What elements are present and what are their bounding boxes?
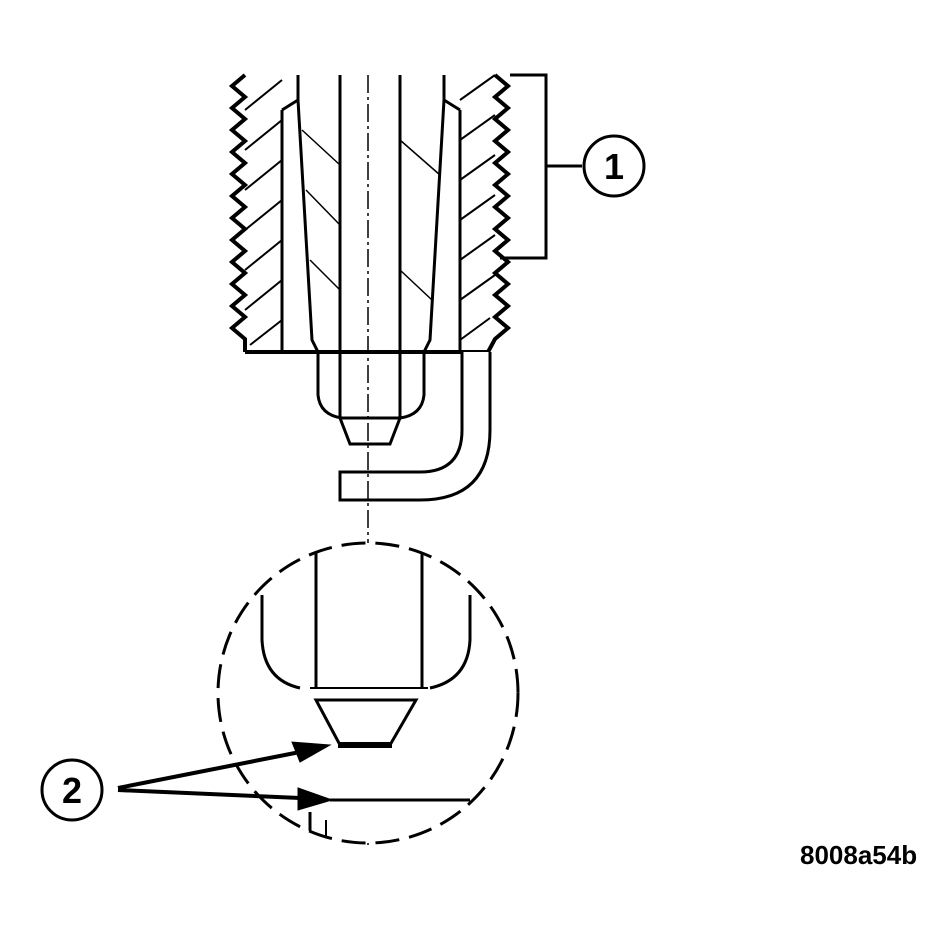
detail-view-circle (216, 541, 520, 845)
right-thread-profile (486, 73, 512, 353)
shell-section-hatching (244, 74, 496, 346)
callout-1: 1 (582, 134, 646, 198)
figure-id: 8008a54b (800, 840, 918, 870)
callout-1-bracket (500, 73, 582, 260)
callout-2: 2 (40, 758, 104, 822)
callout-2-label: 2 (62, 770, 82, 811)
shell-bore (280, 98, 462, 352)
left-thread-profile (228, 73, 249, 352)
callout-1-label: 1 (604, 146, 624, 187)
callout-2-arrows (117, 741, 334, 811)
detail-view-content (260, 543, 472, 843)
center-electrode (338, 75, 402, 446)
ground-electrode (338, 352, 492, 502)
insulator (296, 75, 446, 420)
insulator-hatching (301, 129, 441, 301)
